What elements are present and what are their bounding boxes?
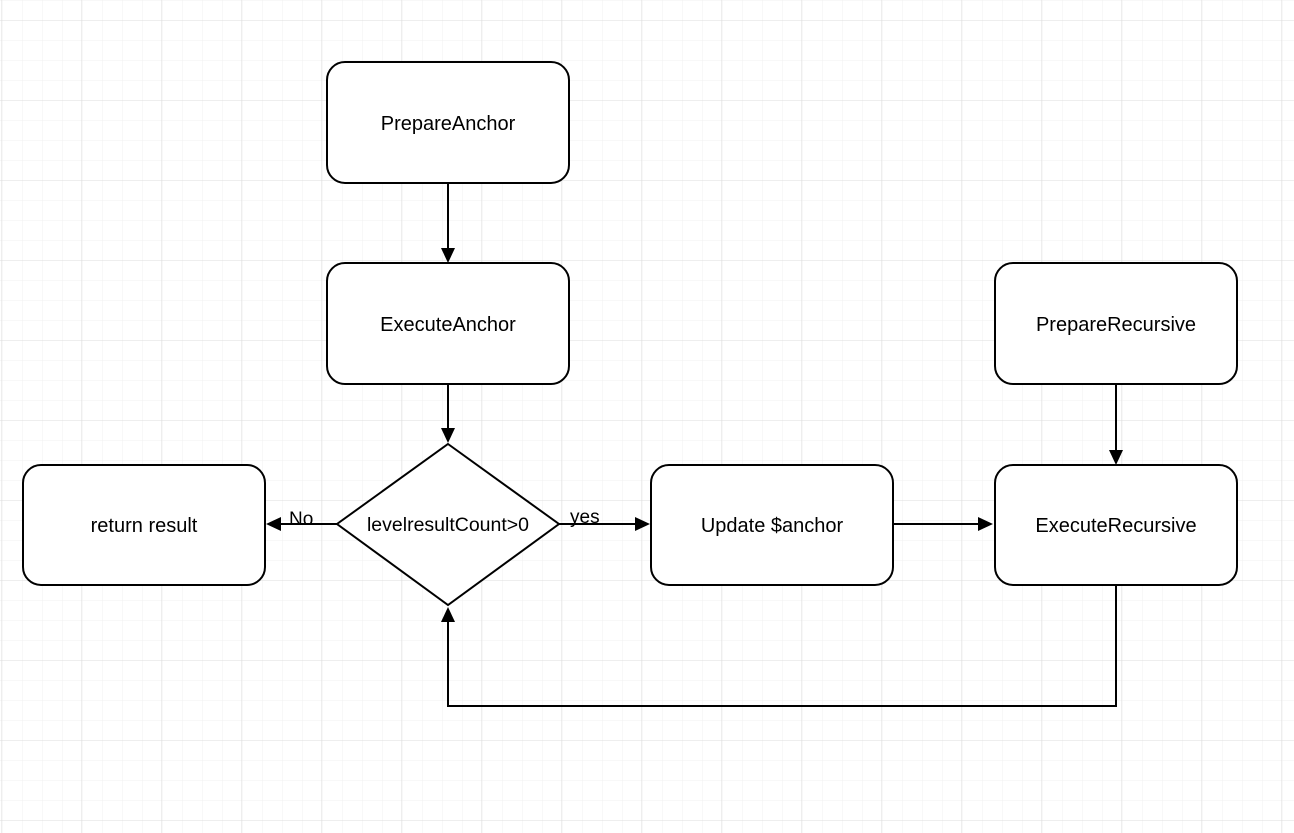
arrowhead [266,517,281,531]
node-update-anchor[interactable]: Update $anchor [650,464,894,586]
node-label: ExecuteAnchor [380,314,516,336]
edge-executeanchor-to-decision [441,384,455,443]
node-decision[interactable]: levelresultCount>0 [335,442,561,607]
node-execute-anchor[interactable]: ExecuteAnchor [326,262,570,385]
edge-label-yes: yes [570,507,600,528]
arrowhead [978,517,993,531]
edge-executerecursive-loop-to-decision [441,585,1117,707]
edge-update-anchor-to-executerecursive [893,517,993,531]
arrowhead [1109,450,1123,465]
node-label: PrepareRecursive [1036,314,1196,336]
node-label: Update $anchor [701,515,844,537]
node-label: ExecuteRecursive [1035,515,1196,537]
arrowhead [441,248,455,263]
node-execute-recursive[interactable]: ExecuteRecursive [994,464,1238,586]
node-return-result[interactable]: return result [22,464,266,586]
decision-label: levelresultCount>0 [367,514,529,536]
arrowhead [635,517,650,531]
edge-preparerecursive-to-executerecursive [1109,384,1123,465]
node-prepare-recursive[interactable]: PrepareRecursive [994,262,1238,385]
edge-label-no: No [289,509,313,530]
node-label: return result [91,515,198,537]
edge-prepareanchor-to-executeanchor [441,183,455,263]
arrowhead [441,428,455,443]
node-prepare-anchor[interactable]: PrepareAnchor [326,61,570,184]
node-label: PrepareAnchor [381,113,516,135]
arrowhead [441,607,455,622]
edge-decision-to-update-anchor [558,517,650,531]
edge-decision-to-return-result [266,517,337,531]
